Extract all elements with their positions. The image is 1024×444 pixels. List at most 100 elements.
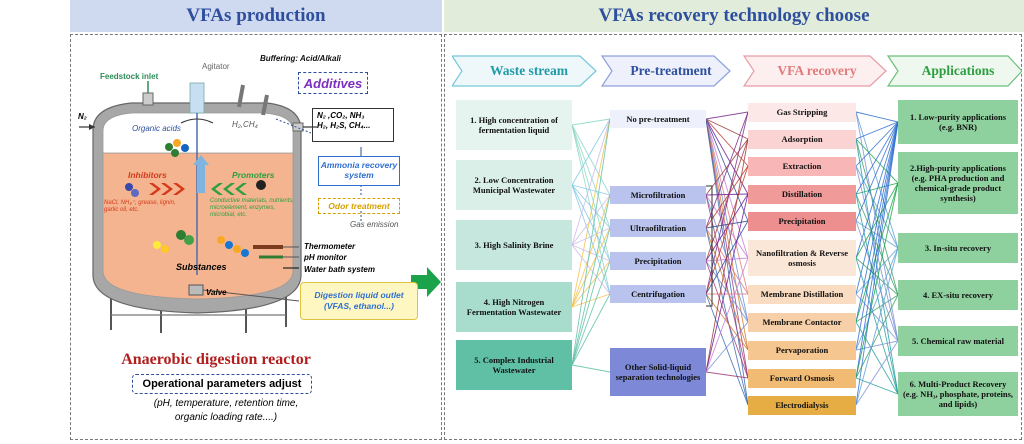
gas-composition-box: N₂ ,CO₂, NH₃ H₂, H₂S, CH₄...	[312, 108, 394, 142]
waste-stream-4: 4. High Nitrogen Fermentation Wastewater	[456, 282, 572, 332]
connection-line	[855, 247, 899, 295]
gas-emission-label: Gas emission	[350, 220, 399, 229]
connection-line	[705, 371, 749, 379]
connection-line	[571, 118, 611, 126]
connection-line	[855, 193, 899, 296]
connection-line	[855, 111, 899, 123]
recovery-9: Pervaporation	[748, 341, 856, 360]
thermometer-label: Thermometer	[304, 242, 356, 251]
connection-line	[705, 193, 749, 196]
connection-line	[571, 260, 611, 366]
application-3: 3. In-situ recovery	[898, 233, 1018, 263]
column-header-applications: Applications	[921, 63, 995, 78]
connection-line	[855, 340, 899, 351]
additives-box: Additives	[298, 72, 368, 94]
connection-line	[855, 294, 899, 379]
connection-line	[705, 111, 749, 120]
connection-line	[855, 293, 899, 342]
connection-line	[705, 321, 749, 373]
promoters-label: Promoters	[232, 170, 275, 180]
pretreatment-6: Other Solid-liquid separation technologi…	[610, 348, 706, 396]
reactor-liquid	[102, 152, 294, 300]
connection-line	[705, 118, 749, 259]
connection-line	[855, 121, 899, 323]
h2-ch4-label: H₂,CH₄	[232, 120, 258, 129]
pretreatment-5: Centrifugation	[610, 285, 706, 303]
application-5: 5. Chemical raw material	[898, 326, 1018, 356]
feedstock-inlet-label: Feedstock inlet	[100, 72, 159, 81]
connection-line	[705, 118, 749, 323]
water-bath-label: Water bath system	[304, 265, 375, 274]
application-1: 1. Low-purity applications (e.g. BNR)	[898, 100, 1018, 144]
connection-line	[571, 124, 611, 295]
filtration-bracket	[706, 185, 713, 307]
connection-line	[571, 124, 611, 229]
connection-line	[571, 227, 611, 366]
inhibitor-arrows	[149, 183, 185, 195]
connection-line	[855, 121, 899, 406]
connection-line	[855, 121, 899, 195]
connection-line	[855, 111, 899, 249]
connection-line	[705, 260, 749, 323]
odor-treatment-box: Odor treatment	[318, 198, 400, 214]
connection-line	[855, 121, 899, 140]
connection-line	[571, 244, 611, 262]
recovery-11: Electrodialysis	[748, 396, 856, 415]
application-2: 2.High-purity applications (e.g. PHA pro…	[898, 152, 1018, 214]
connection-line	[705, 227, 749, 295]
connection-line	[855, 138, 899, 184]
application-6: 6. Multi-Product Recovery (e.g. NH₃, pho…	[898, 372, 1018, 416]
inhibitor-list: NaCl, NH₄⁺, grease, lignin, garlic oil, …	[104, 200, 176, 213]
connection-line	[855, 294, 899, 323]
pretreatment-1: No pre-treatment	[610, 110, 706, 128]
connection-line	[705, 293, 749, 351]
ph-monitor-label: pH monitor	[304, 253, 347, 262]
connection-line	[705, 118, 749, 140]
connection-line	[571, 194, 611, 308]
recovery-1: Gas Stripping	[748, 103, 856, 122]
agitator-label: Agitator	[202, 62, 230, 71]
pretreatment-3: Ultraofiltration	[610, 219, 706, 237]
valve-label: Valve	[206, 288, 227, 297]
left-panel	[70, 34, 442, 440]
connection-line	[855, 121, 899, 259]
application-4: 4. EX-situ recovery	[898, 280, 1018, 310]
pretreatment-2: Microfiltration	[610, 186, 706, 204]
connection-line	[705, 118, 749, 379]
waste-stream-2: 2. Low Concentration Municipal Wastewate…	[456, 160, 572, 210]
connection-line	[705, 111, 749, 295]
connection-line	[571, 364, 611, 373]
pretreatment-4: Precipitation	[610, 252, 706, 270]
promoter-arrows	[211, 183, 247, 195]
connection-line	[855, 111, 899, 342]
connection-line	[705, 111, 749, 229]
operational-parameters-box: Operational parameters adjust	[132, 374, 312, 394]
recovery-8: Membrane Contactor	[748, 313, 856, 332]
connection-line	[571, 118, 611, 308]
connection-line	[855, 247, 899, 406]
recovery-10: Forward Osmosis	[748, 369, 856, 388]
column-header-recovery: VFA recovery	[777, 63, 857, 78]
recovery-3: Extraction	[748, 157, 856, 176]
recovery-7: Membrane Distillation	[748, 285, 856, 304]
connection-line	[571, 184, 611, 196]
connection-line	[855, 121, 899, 295]
molecule-cluster	[125, 139, 266, 257]
connection-line	[705, 118, 749, 295]
recovery-2: Adsorption	[748, 130, 856, 149]
connection-line	[705, 118, 749, 195]
connection-line	[571, 244, 611, 295]
connection-line	[571, 293, 611, 366]
connection-line	[571, 118, 611, 246]
reactor-diagram	[79, 81, 441, 333]
left-panel-title: VFAs production	[70, 0, 442, 32]
recovery-4: Distillation	[748, 185, 856, 204]
connection-line	[571, 184, 611, 229]
gas-rise-arrow	[197, 163, 205, 193]
connection-line	[571, 118, 611, 366]
operational-parameters-list: (pH, temperature, retention time, organi…	[153, 398, 299, 423]
connection-line	[705, 194, 749, 259]
connection-line	[705, 138, 749, 196]
connection-line	[705, 293, 749, 406]
